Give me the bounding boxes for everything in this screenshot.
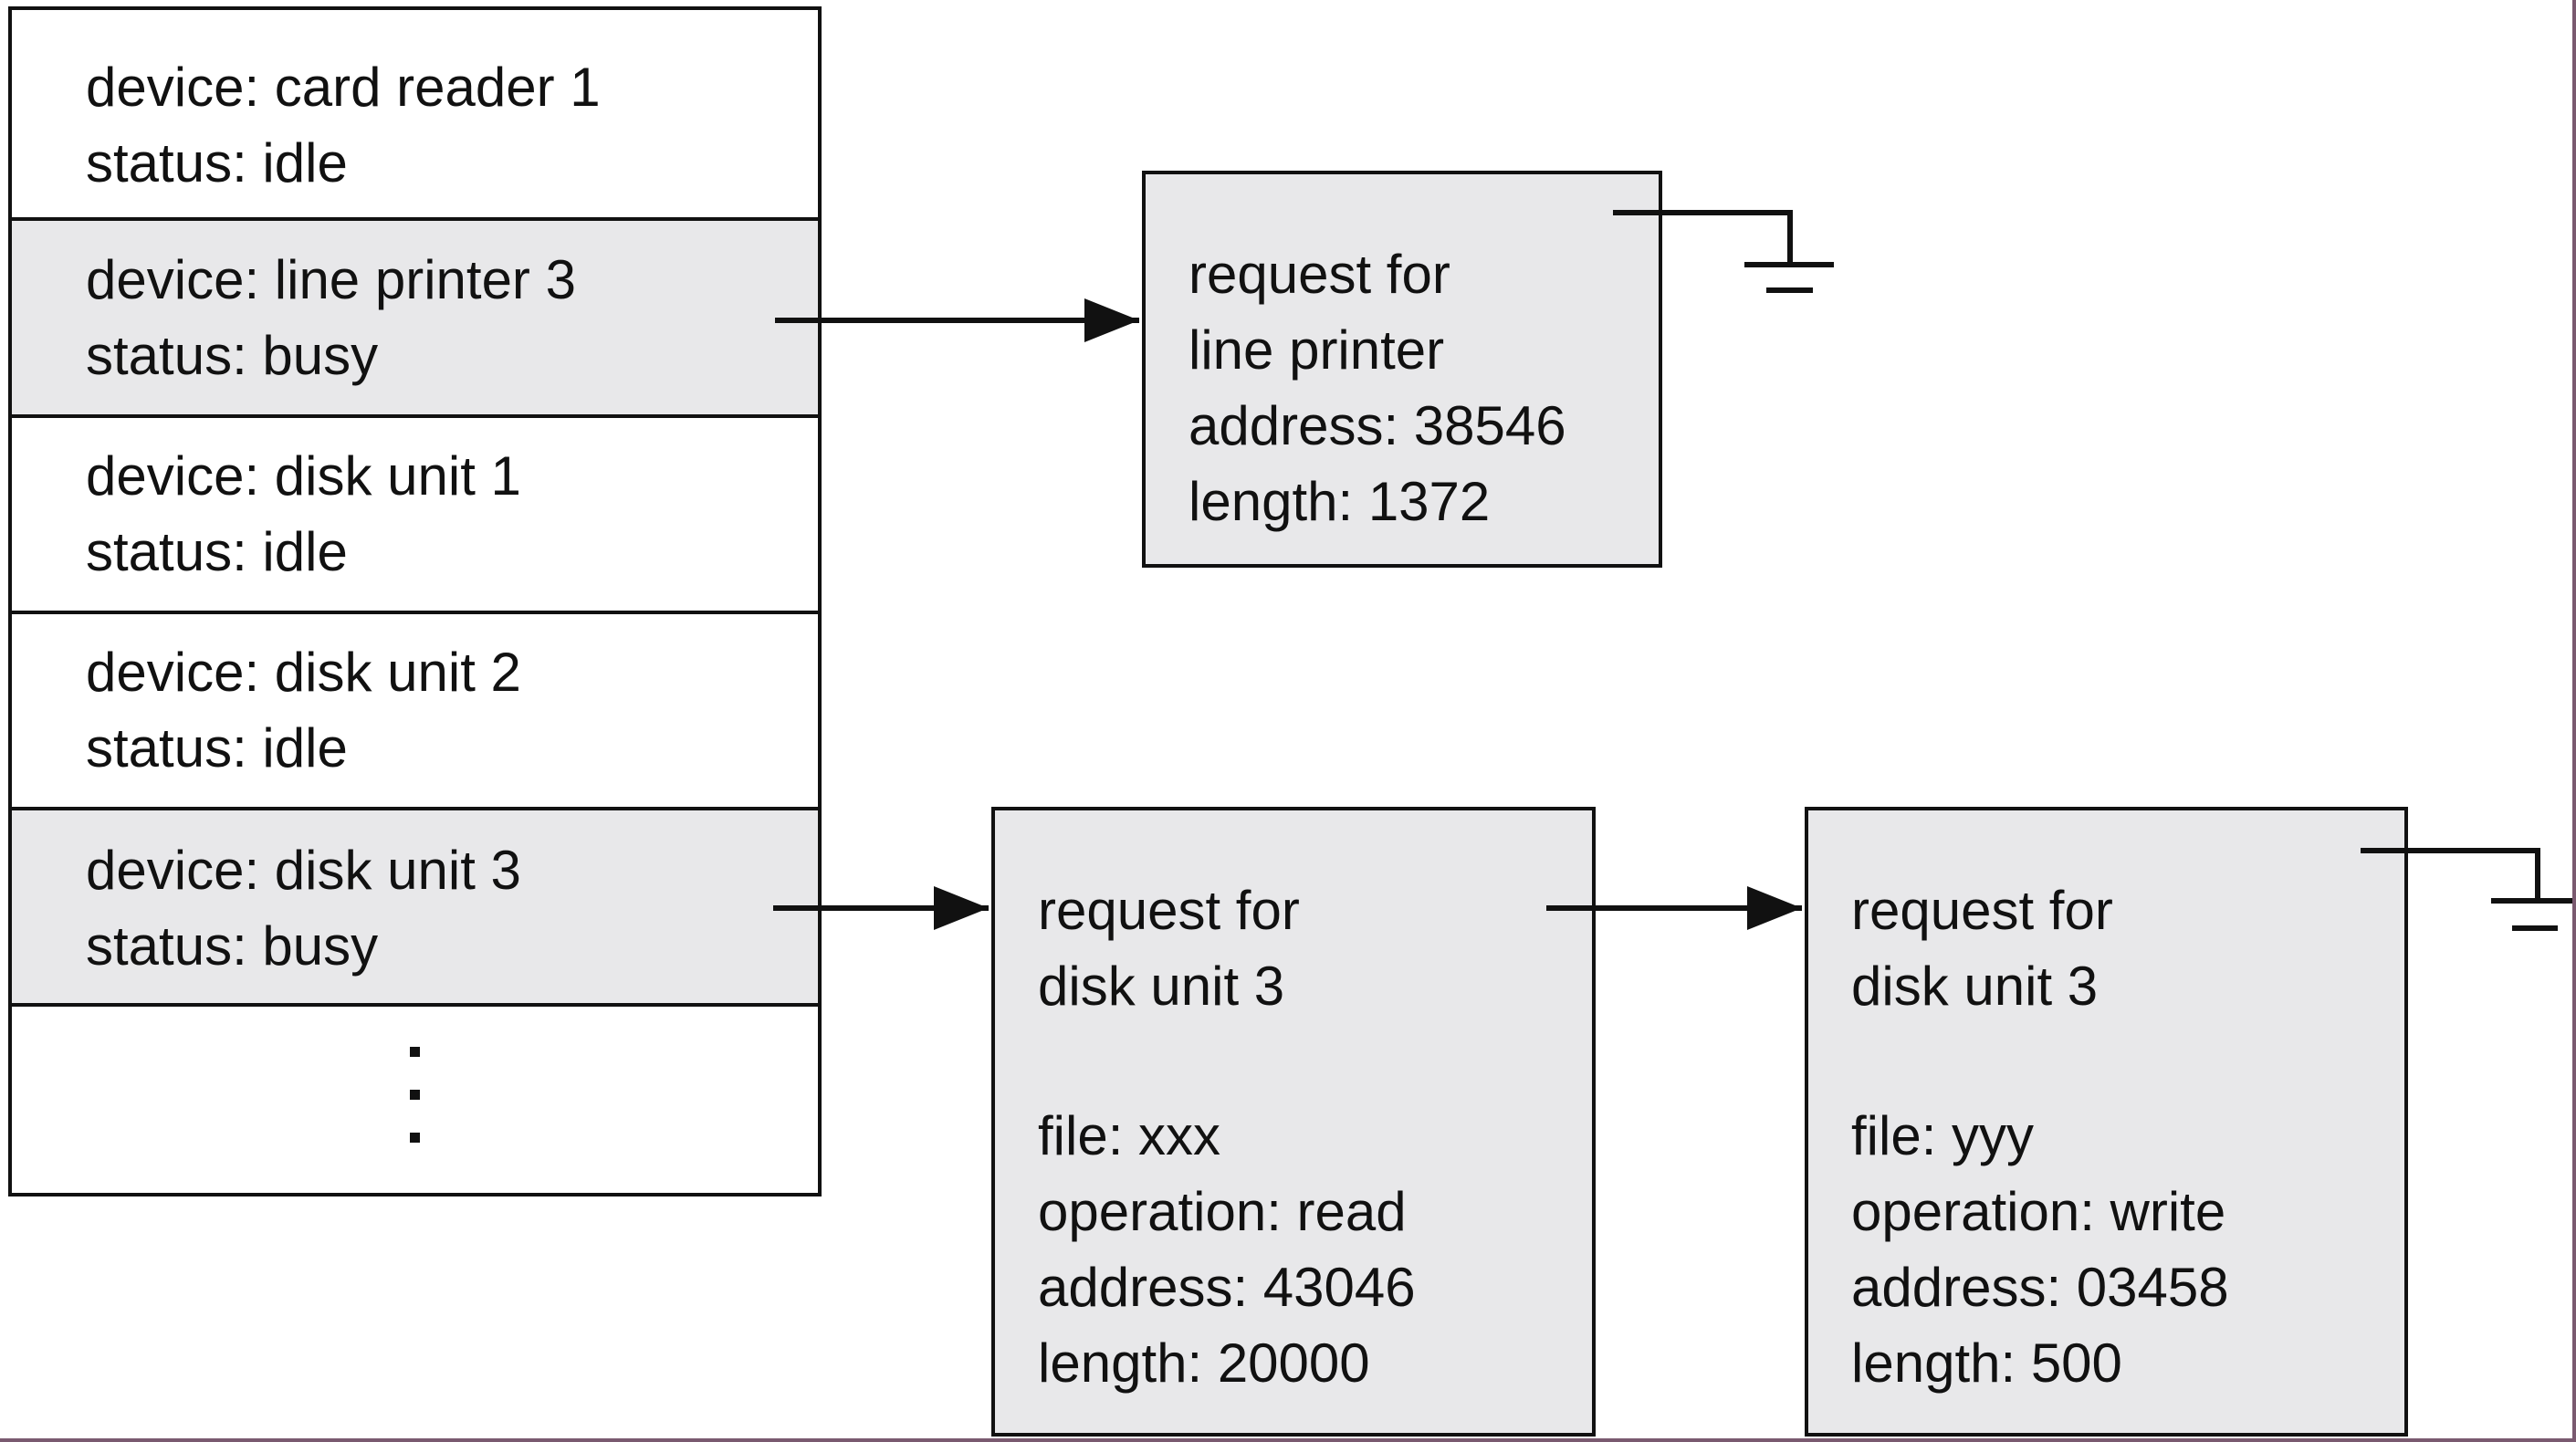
request-line: disk unit 3 — [1038, 956, 1285, 1017]
request-line-printer: request for line printer address: 38546 … — [1142, 171, 1662, 568]
request-line: operation: write — [1851, 1181, 2226, 1242]
table-row-disk-unit-2: device: disk unit 2 status: idle — [12, 614, 818, 810]
request-line: file: yyy — [1851, 1105, 2035, 1166]
table-row-card-reader: device: card reader 1 status: idle — [12, 10, 818, 221]
table-row-line-printer: device: line printer 3 status: busy — [12, 221, 818, 418]
request-line: request for — [1851, 880, 2113, 941]
status-label: status: busy — [86, 325, 379, 386]
ellipsis-icon — [410, 1047, 423, 1176]
request-line: address: 38546 — [1189, 395, 1566, 456]
request-line: operation: read — [1038, 1181, 1407, 1242]
status-label: status: busy — [86, 915, 379, 977]
status-label: status: idle — [86, 717, 348, 778]
request-line: file: xxx — [1038, 1105, 1221, 1166]
request-line: line printer — [1189, 319, 1445, 381]
device-status-table: device: card reader 1 status: idle devic… — [8, 6, 822, 1196]
device-label: device: disk unit 2 — [86, 642, 521, 703]
status-label: status: idle — [86, 132, 348, 193]
device-label: device: line printer 3 — [86, 249, 576, 310]
request-line: length: 1372 — [1189, 471, 1491, 532]
request-line: request for — [1189, 244, 1450, 305]
device-label: device: disk unit 3 — [86, 840, 521, 901]
table-row-disk-unit-1: device: disk unit 1 status: idle — [12, 418, 818, 614]
request-disk-unit-3-write: request for disk unit 3 file: yyy operat… — [1805, 807, 2408, 1437]
device-label: device: disk unit 1 — [86, 445, 521, 507]
request-line: address: 03458 — [1851, 1257, 2229, 1318]
request-line: address: 43046 — [1038, 1257, 1416, 1318]
device-label: device: card reader 1 — [86, 57, 601, 118]
null-ground-icon — [2361, 848, 2572, 931]
request-disk-unit-3-read: request for disk unit 3 file: xxx operat… — [991, 807, 1596, 1437]
request-line: length: 500 — [1851, 1332, 2122, 1394]
status-label: status: idle — [86, 521, 348, 582]
table-row-disk-unit-3: device: disk unit 3 status: busy — [12, 810, 818, 1007]
request-line: length: 20000 — [1038, 1332, 1370, 1394]
null-ground-icon — [1613, 210, 1834, 293]
request-line: disk unit 3 — [1851, 956, 2099, 1017]
request-line: request for — [1038, 880, 1300, 941]
